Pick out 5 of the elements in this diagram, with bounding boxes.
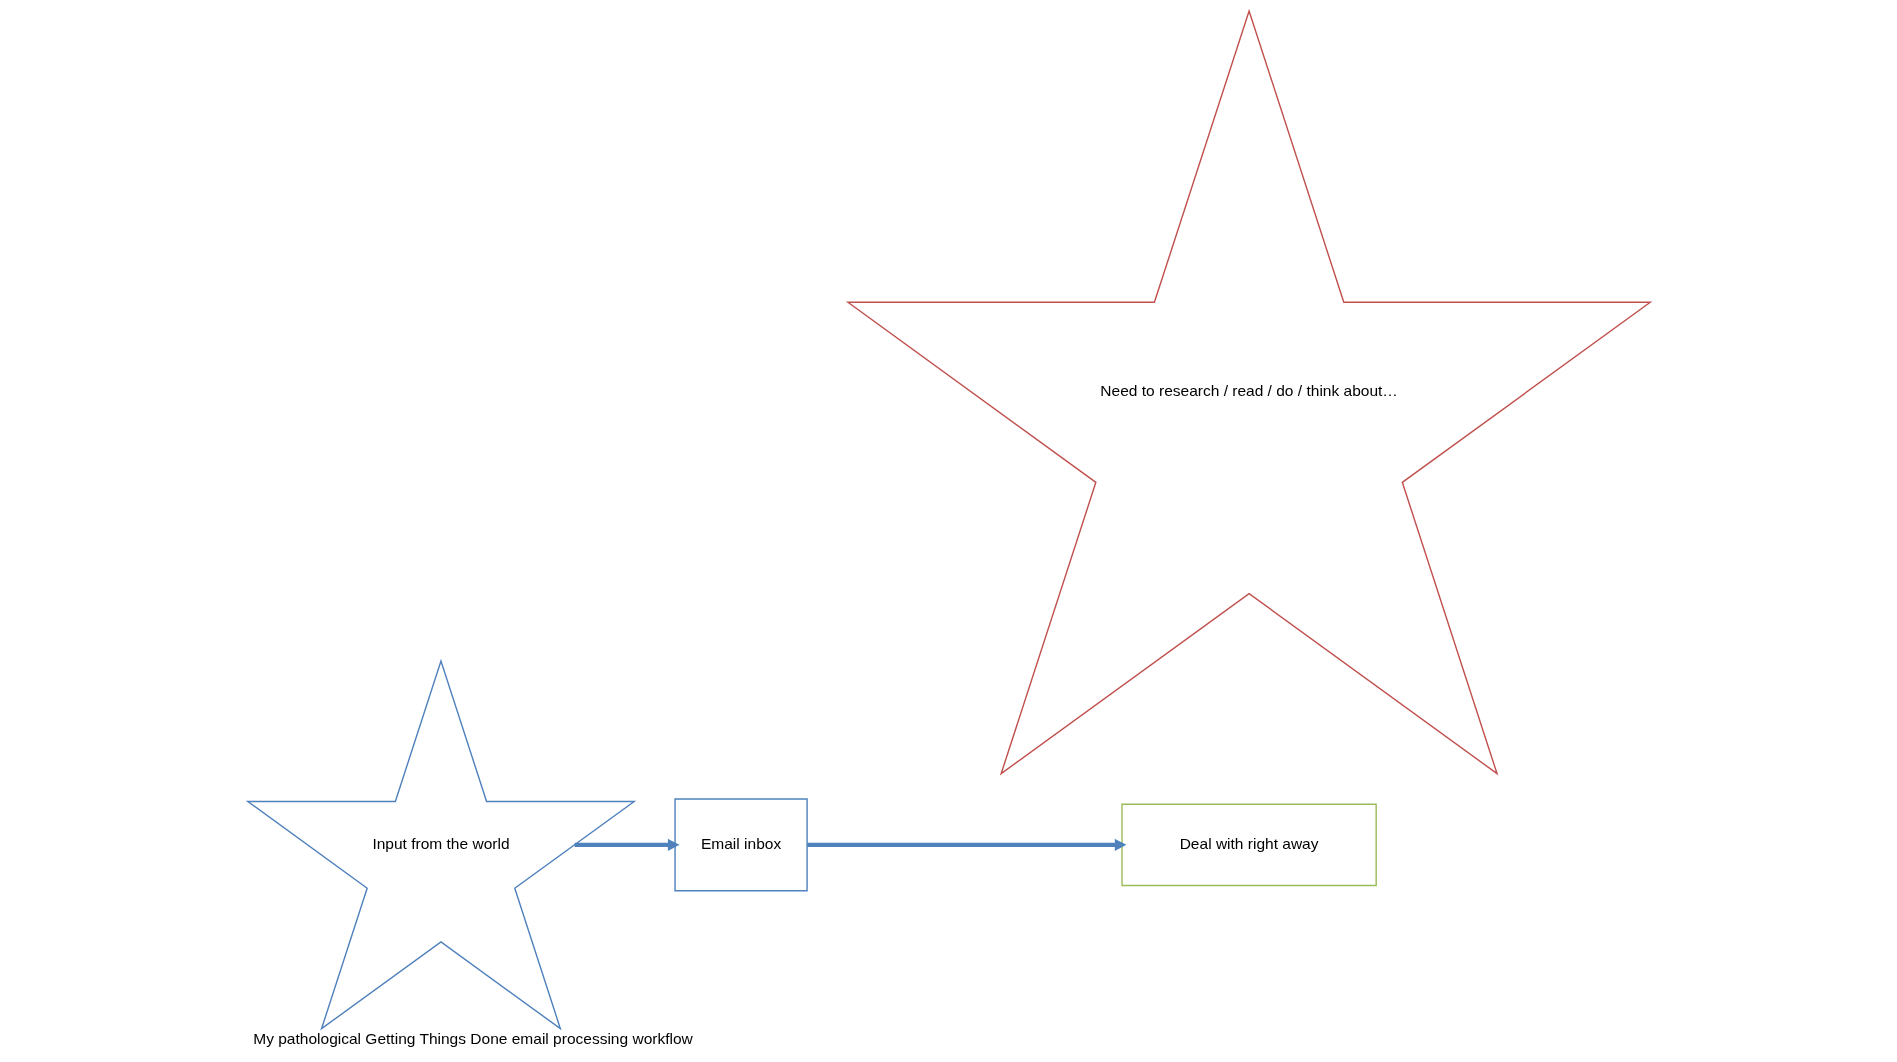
node-box: Deal with right away <box>1120 803 1377 887</box>
arrow <box>574 838 679 851</box>
arrow <box>806 838 1126 851</box>
caption: My pathological Getting Things Done email processing workflow <box>252 1029 693 1047</box>
node-box: Email inbox <box>673 798 808 892</box>
